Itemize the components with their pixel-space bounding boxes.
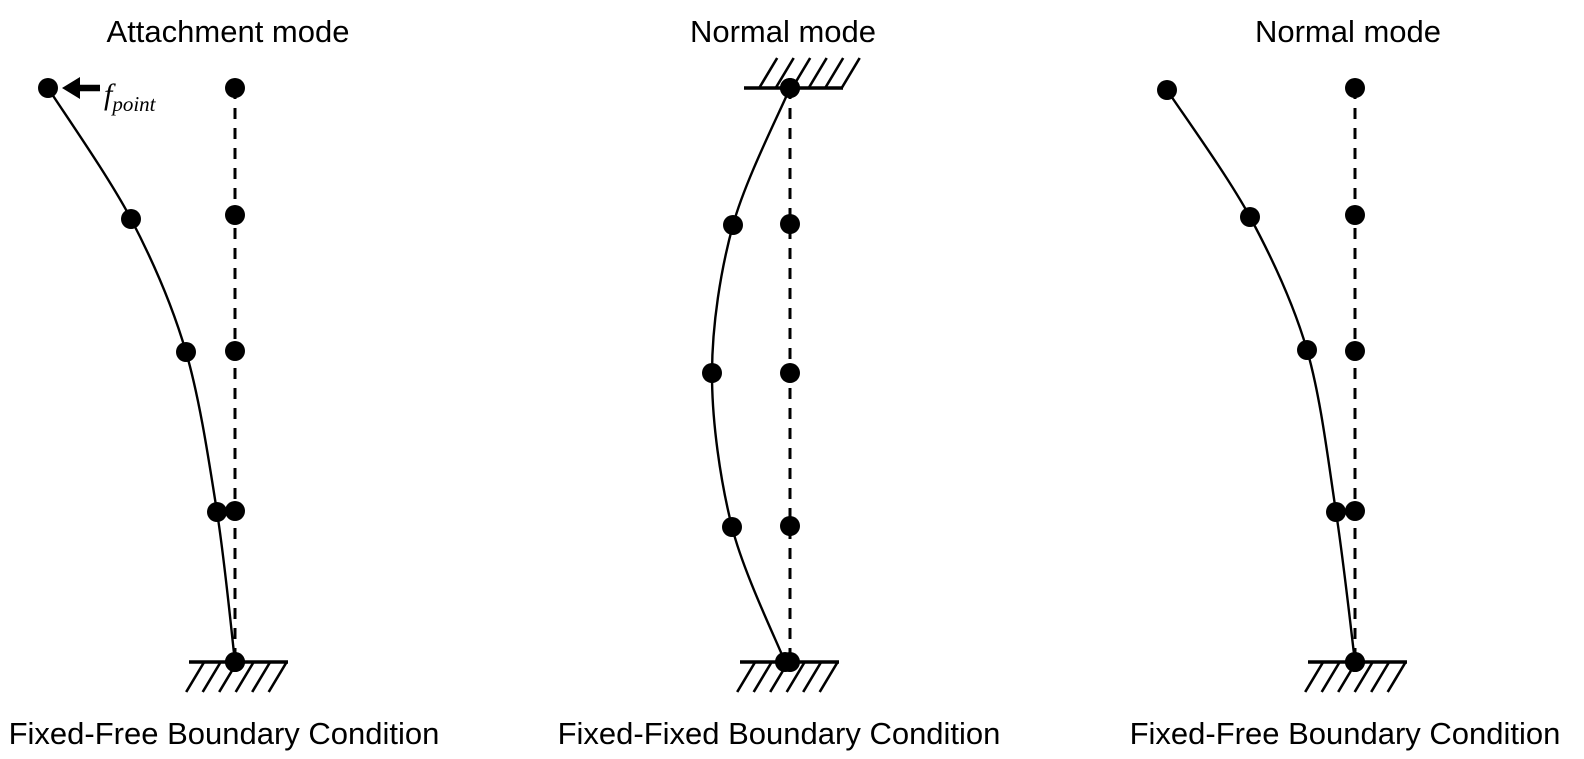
bottom-support-normal-mode-fixed-fixed-hatch[interactable] [752,661,773,693]
reference-node-dot[interactable] [780,363,800,383]
mode-node-dot[interactable] [1240,207,1260,227]
bottom-support-normal-mode-fixed-fixed-hatch[interactable] [785,661,806,693]
mode-node-dot[interactable] [1297,340,1317,360]
reference-node-dot[interactable] [1345,341,1365,361]
mode-node-dot[interactable] [702,363,722,383]
reference-node-dot[interactable] [780,516,800,536]
mode-node-dot[interactable] [121,209,141,229]
bottom-support-normal-mode-fixed-fixed-hatch[interactable] [802,661,823,693]
panel-title-normal-mode-fixed-free[interactable]: Normal mode [1255,14,1441,49]
mode-node-dot[interactable] [1326,502,1346,522]
bottom-support-normal-mode-fixed-fixed-hatch[interactable] [736,661,757,693]
reference-node-dot[interactable] [780,214,800,234]
mode-node-dot[interactable] [225,652,245,672]
reference-node-dot[interactable] [225,205,245,225]
bottom-support-attachment-mode-hatch[interactable] [251,661,272,693]
mode-node-dot[interactable] [780,78,800,98]
force-label[interactable]: fpoint [104,78,157,116]
panel-caption-attachment-mode[interactable]: Fixed-Free Boundary Condition [9,716,440,751]
panel-caption-normal-mode-fixed-free[interactable]: Fixed-Free Boundary Condition [1130,716,1561,751]
bottom-support-attachment-mode-hatch[interactable] [185,661,206,693]
mode-node-dot[interactable] [1157,80,1177,100]
reference-node-dot[interactable] [1345,501,1365,521]
top-support-normal-mode-fixed-fixed-hatch[interactable] [824,57,845,89]
bottom-support-normal-mode-fixed-fixed-hatch[interactable] [818,661,839,693]
mode-shape-curve-normal-mode-fixed-free[interactable] [1165,88,1357,664]
bottom-support-attachment-mode-hatch[interactable] [234,661,255,693]
reference-node-dot[interactable] [225,78,245,98]
force-arrow-attachment-mode[interactable]: fpoint [62,77,157,116]
panel-caption-normal-mode-fixed-fixed[interactable]: Fixed-Fixed Boundary Condition [558,716,1001,751]
mode-node-dot[interactable] [207,502,227,522]
top-support-normal-mode-fixed-fixed[interactable] [744,57,861,90]
bottom-support-attachment-mode-hatch[interactable] [201,661,222,693]
mode-node-dot[interactable] [722,517,742,537]
mode-node-dot[interactable] [1345,652,1365,672]
mode-node-dot[interactable] [775,652,795,672]
reference-node-dot[interactable] [1345,205,1365,225]
mode-node-dot[interactable] [38,78,58,98]
bottom-support-attachment-mode-hatch[interactable] [267,661,288,693]
mode-shape-curve-attachment-mode[interactable] [46,86,237,664]
top-support-normal-mode-fixed-fixed-hatch[interactable] [840,57,861,89]
bottom-support-normal-mode-fixed-free-hatch[interactable] [1304,661,1325,693]
panel-title-attachment-mode[interactable]: Attachment mode [107,14,350,49]
top-support-normal-mode-fixed-fixed-hatch[interactable] [807,57,828,89]
bottom-support-normal-mode-fixed-free-hatch[interactable] [1320,661,1341,693]
bottom-support-normal-mode-fixed-free-hatch[interactable] [1353,661,1374,693]
reference-node-dot[interactable] [225,501,245,521]
bottom-support-normal-mode-fixed-free-hatch[interactable] [1370,661,1391,693]
mode-node-dot[interactable] [176,342,196,362]
bottom-support-normal-mode-fixed-free-hatch[interactable] [1386,661,1407,693]
mode-shape-curve-normal-mode-fixed-fixed[interactable] [710,86,792,664]
mode-node-dot[interactable] [723,215,743,235]
panel-title-normal-mode-fixed-fixed[interactable]: Normal mode [690,14,876,49]
top-support-normal-mode-fixed-fixed-hatch[interactable] [758,57,779,89]
reference-node-dot[interactable] [225,341,245,361]
top-support-normal-mode-fixed-fixed-hatch[interactable] [774,57,795,89]
reference-node-dot[interactable] [1345,78,1365,98]
force-arrow-head[interactable] [62,77,80,99]
